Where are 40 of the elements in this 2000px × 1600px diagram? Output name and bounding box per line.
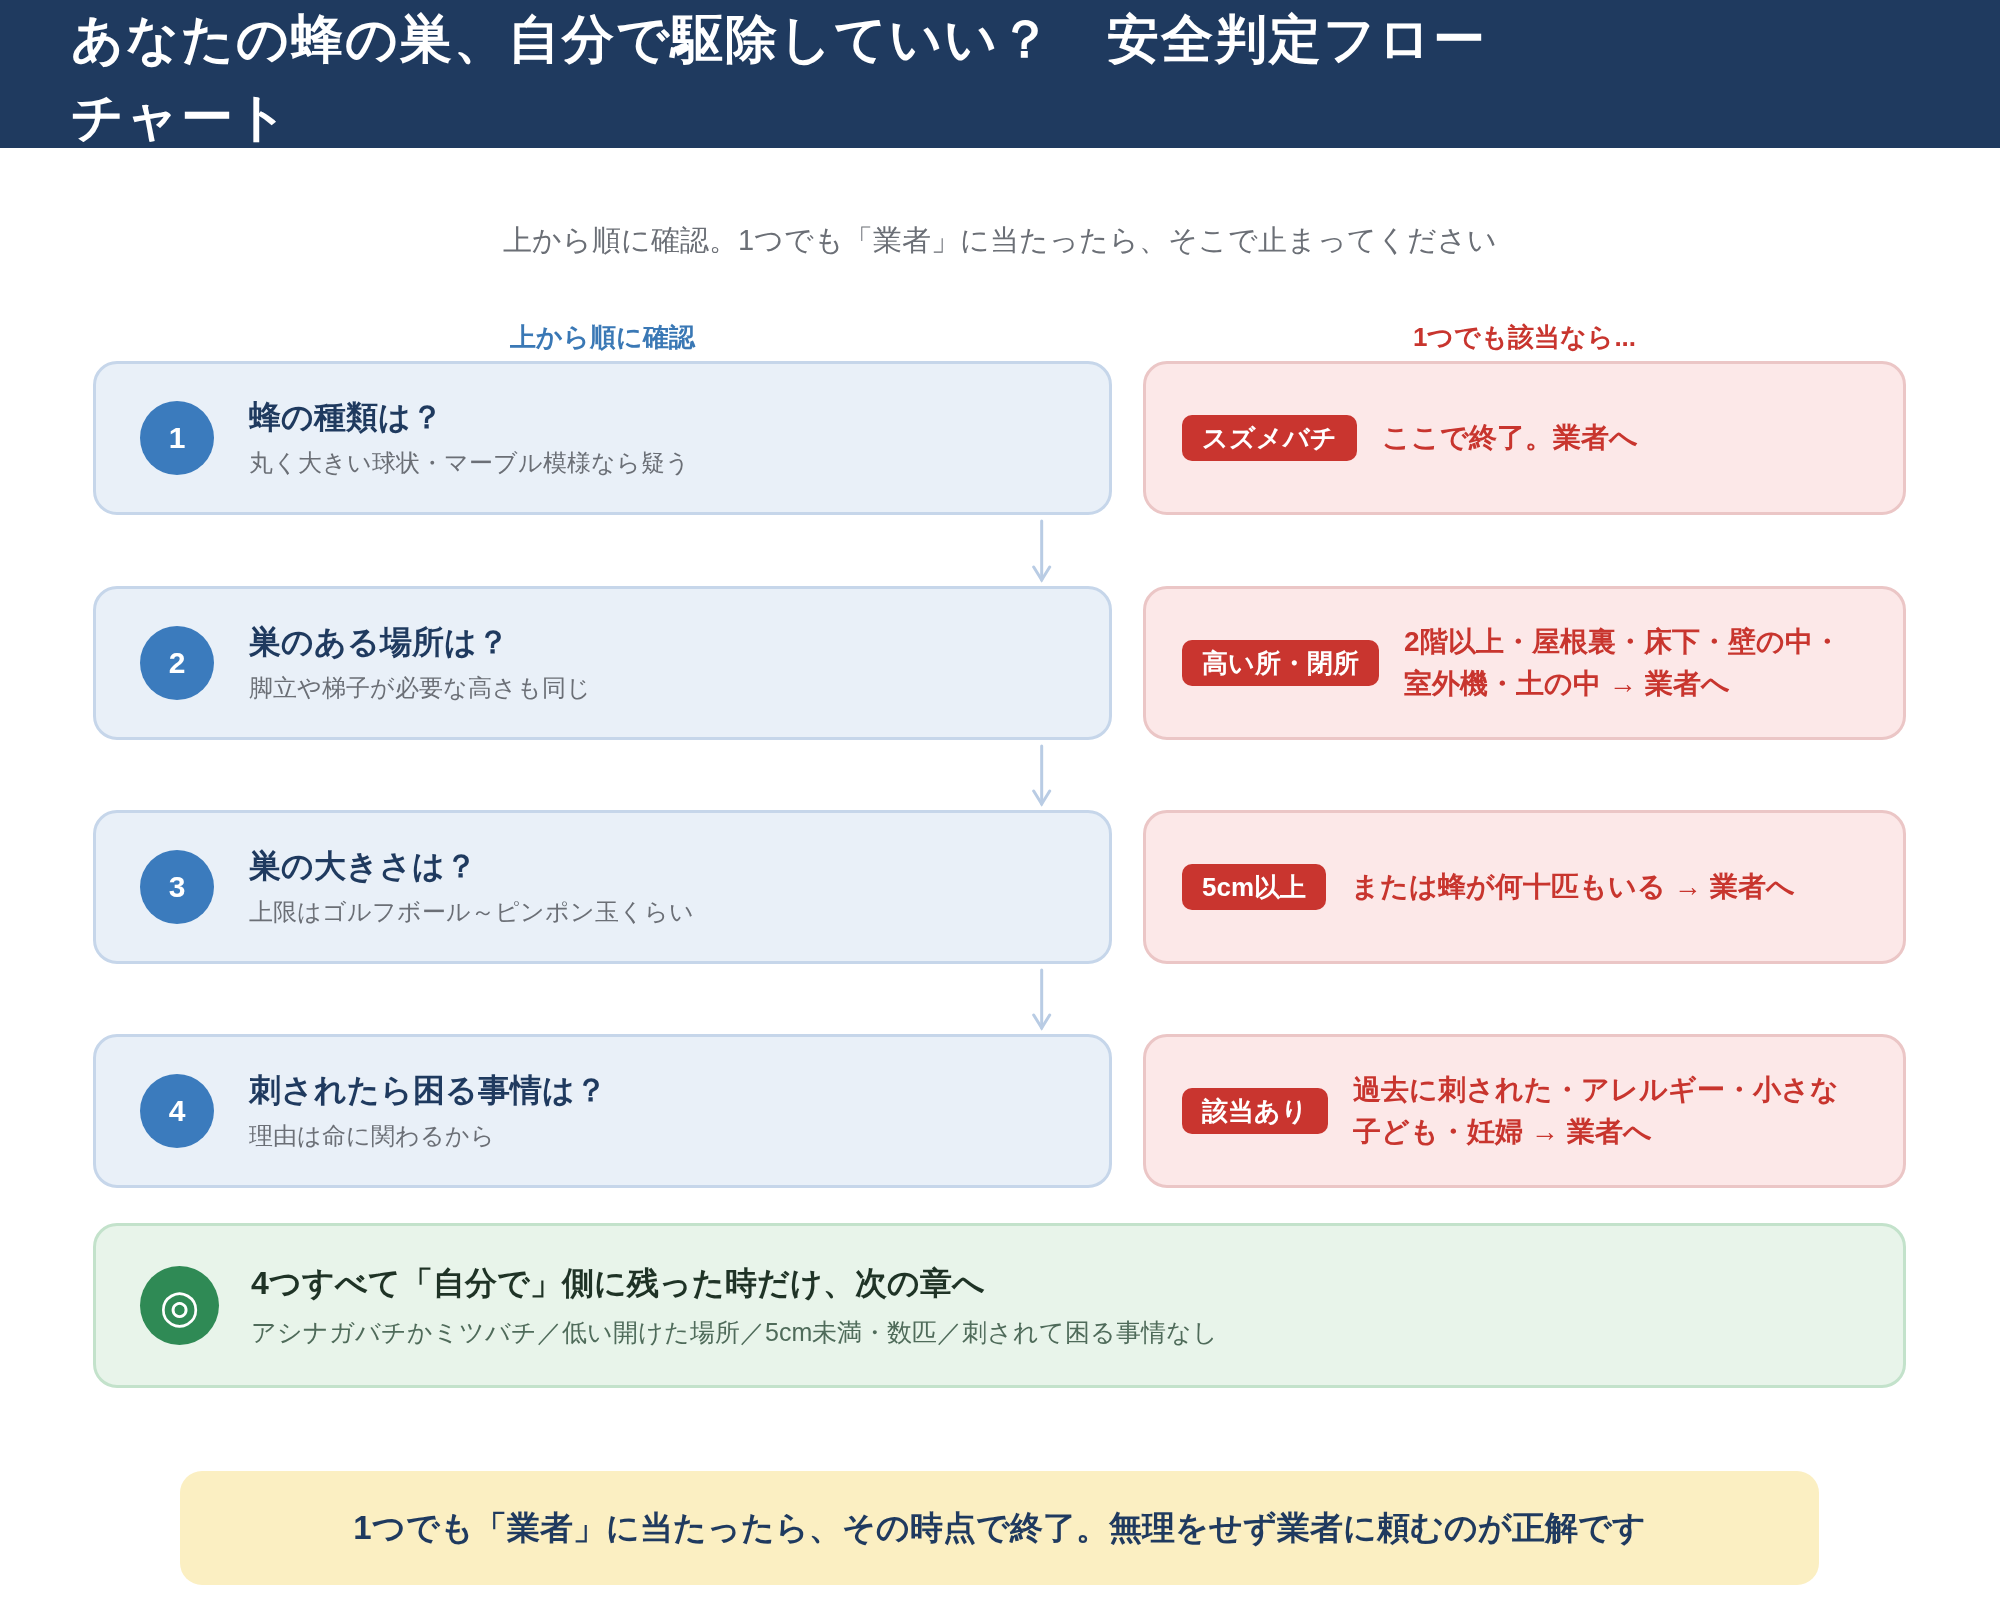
column-heading: 1つでも該当なら... — [1411, 321, 1638, 354]
question-note: 丸く大きい球状・マーブル模様なら疑う — [249, 448, 691, 478]
warning-text: ここで終了。業者へ — [1382, 421, 1639, 455]
number-circle: 3 — [140, 850, 214, 924]
number-circle: 2 — [140, 626, 214, 700]
question-note: 理由は命に関わるから — [249, 1121, 496, 1151]
warning-box — [1143, 1034, 1906, 1188]
question-note: 脚立や梯子が必要な高さも同じ — [249, 673, 592, 703]
number-circle: 1 — [140, 401, 214, 475]
question-box — [93, 810, 1112, 964]
result-box — [93, 1223, 1906, 1388]
note-banner: 1つでも「業者」に当たったら、その時点で終了。無理をせず業者に頼むのが正解です — [180, 1471, 1819, 1585]
number-circle: 4 — [140, 1074, 214, 1148]
question-heading: 刺されたら困る事情は？ — [249, 1071, 608, 1110]
warning-badge: 高い所・閉所 — [1182, 640, 1379, 686]
warning-box — [1143, 586, 1906, 740]
double-circle-mark: ◎ — [140, 1266, 219, 1345]
question-box — [93, 586, 1112, 740]
warning-text: 2階以上・屋根裏・床下・壁の中・室外機・土の中 → 業者へ — [1404, 625, 1842, 701]
title: あなたの蜂の巣、自分で駆除していい？ 安全判定フローチャート — [71, 9, 1488, 148]
question-note: 上限はゴルフボール～ピンポン玉くらい — [249, 897, 695, 927]
question-heading: 巣のある場所は？ — [249, 623, 510, 662]
result-note: アシナガバチかミツバチ／低い開けた場所／5cm未満・数匹／刺されて困る事情なし — [251, 1316, 1220, 1348]
arrow — [1032, 744, 1052, 806]
subtitle: 上から順に確認。1つでも「業者」に当たったら、そこで止まってください — [501, 223, 1499, 258]
warning-text: または蜂が何十匹もいる → 業者へ — [1351, 870, 1796, 904]
question-box — [93, 1034, 1112, 1188]
column-heading: 上から順に確認 — [509, 321, 697, 354]
warning-badge: 該当あり — [1182, 1088, 1328, 1134]
warning-badge: スズメバチ — [1182, 415, 1357, 461]
question-heading: 蜂の種類は？ — [249, 398, 444, 437]
result-heading: 4つすべて「自分で」側に残った時だけ、次の章へ — [251, 1263, 986, 1303]
warning-box — [1143, 361, 1906, 515]
arrow — [1032, 519, 1052, 582]
question-heading: 巣の大きさは？ — [249, 847, 478, 886]
warning-box — [1143, 810, 1906, 964]
warning-text: 過去に刺された・アレルギー・小さな子ども・妊婦 → 業者へ — [1353, 1073, 1840, 1149]
arrow — [1032, 968, 1052, 1030]
warning-badge: 5cm以上 — [1182, 864, 1327, 910]
question-box — [93, 361, 1112, 515]
